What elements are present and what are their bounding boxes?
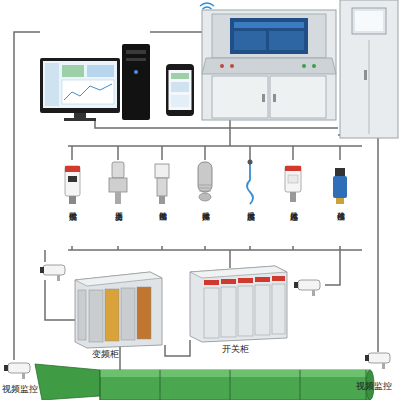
phone (166, 64, 194, 116)
equipment-label: 开关柜 (222, 345, 249, 355)
sensor-devices (65, 160, 347, 205)
equipment-label: 视频监控 (2, 385, 38, 395)
wiring (14, 32, 378, 372)
switch-cabinet (190, 266, 287, 342)
control-console (202, 10, 336, 120)
computer (40, 44, 150, 121)
server-cabinet (340, 0, 398, 138)
camera-symbol (4, 265, 390, 379)
converter-cabinet (75, 272, 162, 348)
equipment-label: 视频监控 (356, 382, 392, 392)
equipment-label: 变频柜 (92, 350, 119, 360)
mine-fan (35, 364, 374, 400)
